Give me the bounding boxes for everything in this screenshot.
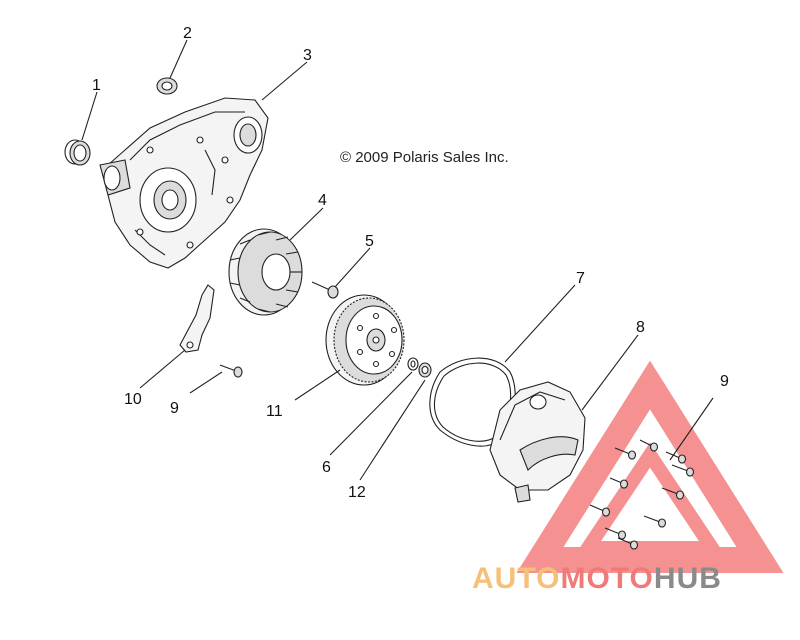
watermark-brand-text: AUTOMOTOHUB [472, 562, 722, 595]
callout-11: 11 [266, 403, 283, 420]
part-11-flywheel [325, 294, 405, 386]
callout-9-right: 9 [720, 373, 729, 390]
watermark-logo-triangle [516, 360, 784, 573]
part-5-bolt [311, 281, 339, 299]
part-12-nut [418, 362, 432, 378]
leader-lines [81, 39, 714, 481]
callout-4: 4 [318, 192, 327, 209]
callout-6: 6 [322, 459, 331, 476]
callout-9-left: 9 [170, 400, 179, 417]
callout-10: 10 [124, 391, 142, 408]
watermark-brand-moto: MOTO [560, 562, 653, 595]
callout-3: 3 [303, 47, 312, 64]
part-9-bolt-left [219, 364, 243, 378]
part-10-bracket [179, 284, 215, 353]
callout-5: 5 [365, 233, 374, 250]
part-1-seal [64, 139, 91, 166]
callout-12: 12 [348, 484, 366, 501]
watermark-brand-hub: HUB [654, 562, 722, 595]
callout-8: 8 [636, 319, 645, 336]
callout-1: 1 [92, 77, 101, 94]
part-6-washer [407, 357, 419, 371]
part-8-cover [489, 381, 586, 503]
part-2-bearing [156, 77, 178, 95]
callout-7: 7 [576, 270, 585, 287]
part-9-bolts-right [589, 439, 695, 550]
watermark-brand-auto: AUTO [472, 562, 560, 595]
part-4-stator [228, 228, 303, 316]
part-3-crankcase [99, 97, 269, 269]
copyright-notice: © 2009 Polaris Sales Inc. [340, 149, 509, 166]
callout-2: 2 [183, 25, 192, 42]
